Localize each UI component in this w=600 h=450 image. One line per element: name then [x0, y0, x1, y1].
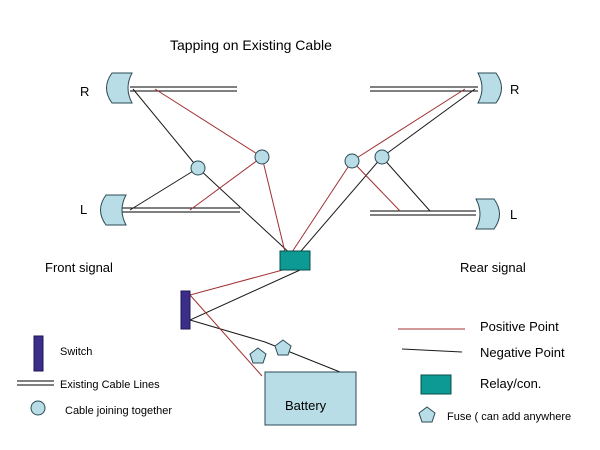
legend-positive-label: Positive Point [480, 319, 559, 334]
rear-r-cable [370, 86, 478, 92]
diagram-title: Tapping on Existing Cable [170, 37, 332, 53]
rear-l-label: L [510, 207, 517, 222]
front-l-lamp-icon [100, 194, 127, 226]
battery-icon [264, 371, 357, 426]
rear-signal-label: Rear signal [460, 260, 526, 275]
legend-right: Positive Point Negative Point Relay/con.… [398, 319, 571, 423]
fuse-icon [249, 347, 267, 364]
rear-l-cable [370, 210, 476, 216]
legend-negative-label: Negative Point [480, 345, 565, 360]
front-positive-join-icon [254, 149, 270, 165]
legend-switch-label: Switch [60, 346, 92, 358]
front-l-cable [122, 207, 240, 213]
negative-wires [129, 88, 476, 377]
legend-cable-join-label: Cable joining together [65, 405, 172, 417]
rear-positive-join-icon [344, 153, 360, 169]
legend-cable-lines-label: Existing Cable Lines [60, 379, 160, 391]
rear-r-label: R [510, 82, 519, 97]
front-signal-label: Front signal [45, 260, 113, 275]
positive-wires [154, 88, 466, 377]
legend-negative-wire-icon [401, 348, 463, 353]
front-l-label: L [80, 202, 87, 217]
legend-switch-icon [33, 335, 44, 372]
front-r-lamp-icon [106, 72, 133, 104]
legend-relay-icon [420, 374, 452, 395]
legend-cable-join-icon [30, 400, 46, 416]
front-r-label: R [80, 84, 89, 99]
battery-label: Battery [285, 398, 327, 413]
legend-relay-label: Relay/con. [480, 376, 541, 391]
legend-left: Switch Existing Cable Lines Cable joinin… [17, 335, 172, 417]
legend-cable-lines-icon [17, 380, 54, 386]
fuse-icon [274, 339, 292, 356]
front-r-cable [130, 86, 237, 92]
switch-icon [180, 290, 191, 330]
rear-negative-join-icon [374, 149, 390, 165]
legend-fuse-label: Fuse ( can add anywhere [447, 411, 571, 423]
rear-l-lamp-icon [475, 198, 500, 230]
front-negative-join-icon [190, 160, 206, 176]
legend-fuse-icon [418, 406, 436, 423]
rear-r-lamp-icon [477, 72, 502, 104]
relay-icon [279, 250, 311, 271]
